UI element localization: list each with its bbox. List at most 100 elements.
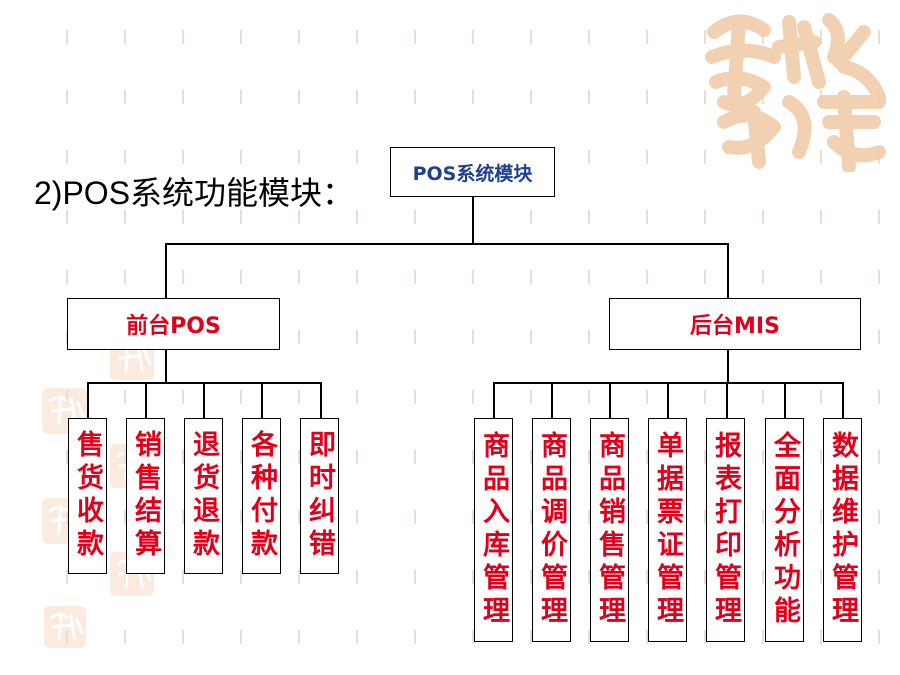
connector-line xyxy=(165,243,167,298)
background-dash xyxy=(414,90,416,104)
background-dash xyxy=(878,210,880,224)
front-leaf-3: 退货退款 xyxy=(184,418,223,574)
background-dash xyxy=(704,210,706,224)
background-dash xyxy=(530,30,532,44)
background-dash xyxy=(472,330,474,344)
background-dash xyxy=(704,150,706,164)
background-dash xyxy=(182,630,184,644)
background-dash xyxy=(704,390,706,404)
background-dash xyxy=(704,570,706,584)
root-node-label: POS系统模块 xyxy=(412,162,533,185)
background-dash xyxy=(878,450,880,464)
background-dash xyxy=(298,390,300,404)
back-mis-label: 后台MIS xyxy=(690,314,780,339)
background-dash xyxy=(820,390,822,404)
background-dash xyxy=(472,570,474,584)
background-dash xyxy=(762,210,764,224)
background-dash xyxy=(646,390,648,404)
background-dash xyxy=(820,30,822,44)
back-leaf-2-label: 商品调价管理 xyxy=(536,431,567,629)
connector-line xyxy=(165,243,728,245)
background-dash xyxy=(820,630,822,644)
background-dash xyxy=(240,390,242,404)
background-dash xyxy=(356,630,358,644)
back-leaf-3-label: 商品销售管理 xyxy=(594,431,625,629)
front-leaf-1-label: 售货收款 xyxy=(72,430,103,562)
connector-line xyxy=(261,382,263,418)
root-node: POS系统模块 xyxy=(390,147,555,197)
background-dash xyxy=(414,450,416,464)
background-dash xyxy=(530,270,532,284)
back-leaf-4-label: 单据票证管理 xyxy=(652,431,683,629)
connector-line xyxy=(551,382,553,418)
background-dash xyxy=(530,570,532,584)
background-dash xyxy=(530,450,532,464)
background-dash xyxy=(356,210,358,224)
background-dash xyxy=(298,270,300,284)
background-dash xyxy=(240,570,242,584)
background-dash xyxy=(182,270,184,284)
connector-line xyxy=(727,350,729,383)
background-dash xyxy=(646,510,648,524)
background-dash xyxy=(356,270,358,284)
background-dash xyxy=(240,630,242,644)
background-dash xyxy=(356,510,358,524)
background-dash xyxy=(820,570,822,584)
background-dash xyxy=(646,90,648,104)
back-leaf-7-label: 数据维护管理 xyxy=(827,431,858,629)
connector-line xyxy=(493,382,495,418)
background-dash xyxy=(878,270,880,284)
front-leaf-5-label: 即时纠错 xyxy=(304,430,335,562)
background-dash xyxy=(356,390,358,404)
background-dash xyxy=(588,570,590,584)
background-dash xyxy=(356,450,358,464)
background-dash xyxy=(588,630,590,644)
background-dash xyxy=(298,30,300,44)
connector-line xyxy=(726,382,728,418)
page-title: 2)POS系统功能模块： xyxy=(34,175,355,211)
background-dash xyxy=(704,30,706,44)
back-leaf-1-label: 商品入库管理 xyxy=(478,431,509,629)
background-dash xyxy=(878,390,880,404)
background-dash xyxy=(124,390,126,404)
background-dash xyxy=(646,30,648,44)
front-leaf-3-label: 退货退款 xyxy=(188,430,219,562)
background-dash xyxy=(472,630,474,644)
background-dash xyxy=(240,450,242,464)
background-dash xyxy=(414,390,416,404)
background-dash xyxy=(820,150,822,164)
background-dash xyxy=(530,390,532,404)
background-dash xyxy=(588,210,590,224)
back-leaf-3: 商品销售管理 xyxy=(590,418,629,642)
background-dash xyxy=(298,570,300,584)
back-leaf-1: 商品入库管理 xyxy=(474,418,513,642)
background-dash xyxy=(240,210,242,224)
background-dash xyxy=(820,450,822,464)
back-leaf-4: 单据票证管理 xyxy=(648,418,687,642)
background-dash xyxy=(472,90,474,104)
back-leaf-5: 报表打印管理 xyxy=(706,418,745,642)
background-dash xyxy=(762,510,764,524)
background-dash xyxy=(588,450,590,464)
background-dash xyxy=(182,510,184,524)
background-dash xyxy=(124,270,126,284)
background-dash xyxy=(414,510,416,524)
background-dash xyxy=(646,270,648,284)
background-dash xyxy=(66,150,68,164)
background-dash xyxy=(530,330,532,344)
background-dash xyxy=(66,450,68,464)
background-dash xyxy=(414,330,416,344)
background-dash xyxy=(472,270,474,284)
connector-line xyxy=(320,382,322,418)
seal-icon xyxy=(705,13,886,172)
background-dash xyxy=(66,570,68,584)
background-dash xyxy=(356,150,358,164)
connector-line xyxy=(784,382,786,418)
background-dash xyxy=(878,570,880,584)
background-dash xyxy=(298,630,300,644)
background-dash xyxy=(414,210,416,224)
background-dash xyxy=(704,450,706,464)
background-dash xyxy=(588,270,590,284)
background-dash xyxy=(298,450,300,464)
background-dash xyxy=(704,90,706,104)
